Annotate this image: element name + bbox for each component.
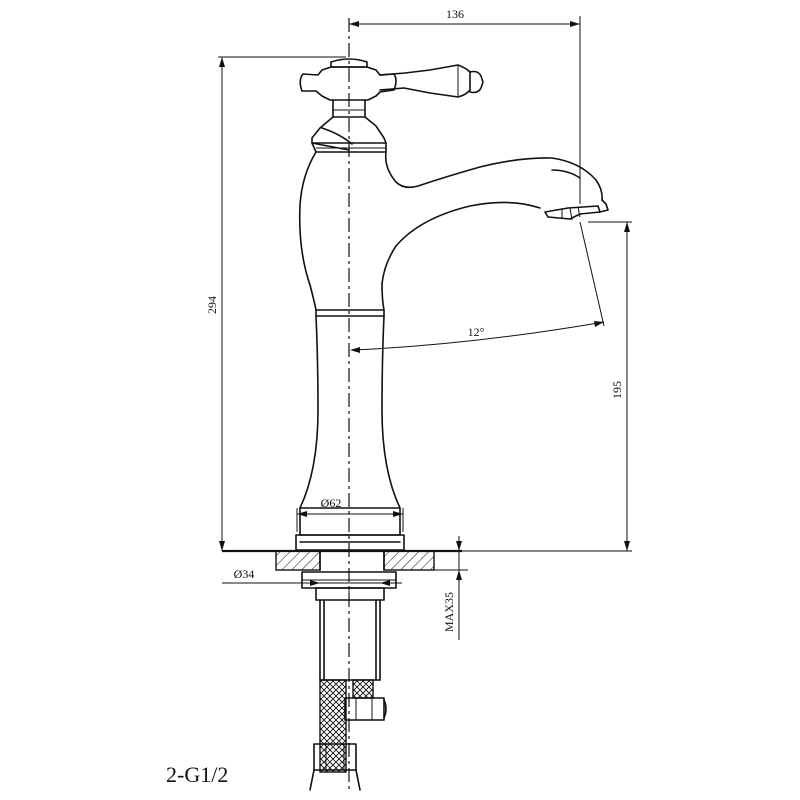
dimension-label-12-degrees: 12° xyxy=(468,325,485,339)
flexible-hoses xyxy=(309,679,387,791)
connection-thread-label: 2-G1/2 xyxy=(166,762,228,787)
dimension-label-max-35: MAX35 xyxy=(442,592,456,632)
dimension-label-diameter-62: Ø62 xyxy=(321,496,342,510)
dimension-width-136: 136 xyxy=(349,7,581,204)
mounting-shank xyxy=(301,550,397,681)
dimension-angle-12: 12° xyxy=(350,221,605,353)
countertop-section xyxy=(222,549,462,571)
faucet-body xyxy=(295,151,609,551)
dimension-label-294: 294 xyxy=(205,296,219,314)
dimension-label-195: 195 xyxy=(610,381,624,399)
dimension-height-195: 195 xyxy=(460,221,632,552)
handle xyxy=(299,58,484,118)
dimension-height-294: 294 xyxy=(205,56,346,551)
dimension-label-diameter-34: Ø34 xyxy=(234,567,255,581)
dimension-max-35: MAX35 xyxy=(434,536,468,640)
dimension-diameter-62: Ø62 xyxy=(296,496,404,532)
dimension-label-136: 136 xyxy=(446,7,464,21)
dimension-diameter-34: Ø34 xyxy=(222,567,402,586)
